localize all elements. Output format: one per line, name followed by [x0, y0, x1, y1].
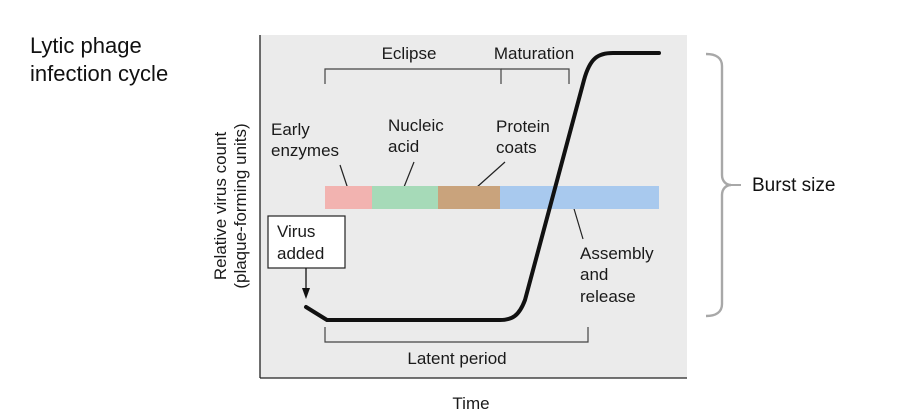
- title-line-1: Lytic phage: [30, 33, 142, 58]
- maturation-label: Maturation: [494, 44, 574, 63]
- stage-protein-coats: [438, 186, 500, 209]
- virus-added-label-line-1: Virus: [277, 222, 315, 241]
- latent-period-label: Latent period: [407, 349, 506, 368]
- y-axis-label-line-1: Relative virus count: [211, 132, 230, 281]
- maturation-bracket: [501, 68, 570, 84]
- y-axis-label-line-2: (plaque-forming units): [231, 123, 250, 288]
- burst-size-brace: [705, 52, 732, 318]
- nucleic-acid-label-line-1: Nucleic: [388, 116, 444, 135]
- virus-added-arrowhead: [302, 288, 310, 299]
- virus-added-box: [267, 215, 346, 269]
- assembly-release-label-line-3: release: [580, 287, 636, 306]
- y-axis-label: Relative virus count (plaque-forming uni…: [211, 123, 250, 288]
- early-enzymes-label-line-1: Early: [271, 120, 310, 139]
- assembly-release-label-line-1: Assembly: [580, 244, 654, 263]
- protein-coats-label-line-2: coats: [496, 138, 537, 157]
- burst-size-label: Burst size: [752, 175, 835, 196]
- early-enzymes-label-line-2: enzymes: [271, 141, 339, 160]
- nucleic-acid-label-line-2: acid: [388, 137, 419, 156]
- eclipse-label: Eclipse: [382, 44, 437, 63]
- virus-count-curve: [304, 51, 661, 322]
- latent-period-bracket: [324, 327, 589, 343]
- assembly-release-label-line-2: and: [580, 265, 608, 284]
- eclipse-bracket: [324, 68, 502, 84]
- stage-bar: [325, 186, 659, 209]
- stage-nucleic-acid: [372, 186, 438, 209]
- x-axis-label: Time: [452, 394, 489, 413]
- title-line-2: infection cycle: [30, 61, 168, 86]
- protein-coats-label-line-1: Protein: [496, 117, 550, 136]
- stage-early-enzymes: [325, 186, 372, 209]
- virus-added-label-line-2: added: [277, 244, 324, 263]
- stage-assembly-release: [500, 186, 659, 209]
